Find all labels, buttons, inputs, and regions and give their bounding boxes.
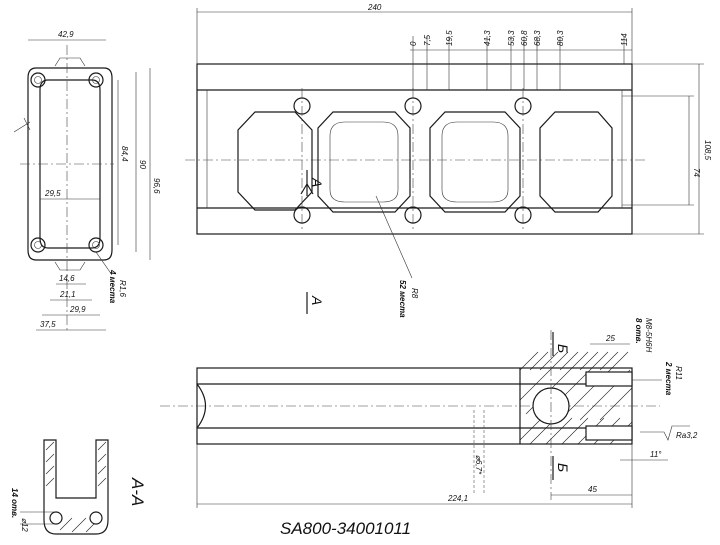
section-title: A-A bbox=[128, 477, 147, 506]
hole-diam-label: ⌀6,7* bbox=[474, 455, 483, 475]
cut-marker-a-bottom: A bbox=[309, 295, 325, 305]
end-w-inner-label: 29,5 bbox=[44, 189, 61, 198]
ra-label: Ra3,2 bbox=[676, 431, 698, 440]
ordinate-114: 114 bbox=[620, 33, 629, 46]
end-w29-label: 29,9 bbox=[69, 305, 86, 314]
r16-label: R1,6 bbox=[118, 280, 127, 297]
ordinate-19-5: 19,5 bbox=[445, 30, 454, 46]
r11-label: R11 bbox=[674, 366, 683, 380]
cut-marker-a-top: A bbox=[309, 177, 325, 187]
overall-length-label: 240 bbox=[367, 3, 382, 12]
ordinate-68-3: 68,3 bbox=[533, 30, 542, 46]
part-number: SA800-34001011 bbox=[280, 519, 411, 538]
r8-note: 52 места bbox=[398, 280, 407, 318]
section-a-a: ⌀12 14 отв. A-A bbox=[10, 439, 147, 535]
height-outer-label: 108,5 bbox=[703, 140, 712, 161]
top-view: 240 0 7,5 19,5 41,3 53,3 60,8 68,3 80,3 … bbox=[185, 3, 712, 318]
end-h1-label: 84,4 bbox=[120, 146, 129, 162]
r11-note: 2 места bbox=[664, 361, 673, 396]
end-width-label: 42,9 bbox=[58, 30, 74, 39]
angle-label: 11° bbox=[650, 450, 662, 459]
end-w21-label: 21,1 bbox=[59, 290, 76, 299]
end-w37-label: 37,5 bbox=[40, 320, 56, 329]
m8-label: M8-5H6H bbox=[644, 318, 653, 352]
side-25-label: 25 bbox=[605, 334, 615, 343]
cut-marker-b-top: Б bbox=[555, 344, 571, 353]
cut-marker-b-bottom: Б bbox=[555, 463, 571, 472]
ordinate-7-5: 7,5 bbox=[423, 34, 432, 46]
height-inner-label: 74 bbox=[692, 168, 701, 177]
end-h3-label: 96,6 bbox=[152, 178, 161, 194]
end-w14-label: 14,6 bbox=[59, 274, 75, 283]
end-view: 42,9 84,4 90 96,6 29,5 14,6 21,1 29,9 37… bbox=[13, 30, 161, 331]
m8-note: 8 отв. bbox=[634, 318, 643, 344]
ordinate-60-8: 60,8 bbox=[520, 30, 529, 46]
r8-label: R8 bbox=[410, 288, 419, 299]
ordinate-0: 0 bbox=[409, 41, 418, 46]
ordinate-80-3: 80,3 bbox=[556, 30, 565, 46]
side-view: Б Б 25 M8-5H6H 8 отв. R11 2 места Ra3,2 … bbox=[160, 318, 698, 508]
ordinate-53-3: 53,3 bbox=[507, 30, 516, 46]
length-45-label: 45 bbox=[588, 485, 597, 494]
length-224-label: 224,1 bbox=[447, 494, 468, 503]
ordinate-41-3: 41,3 bbox=[483, 30, 492, 46]
sect-note-label: 14 отв. bbox=[10, 488, 19, 518]
end-h2-label: 90 bbox=[138, 160, 147, 169]
sect-diam-label: ⌀12 bbox=[20, 518, 29, 532]
r16-note: 4 места bbox=[108, 269, 117, 304]
